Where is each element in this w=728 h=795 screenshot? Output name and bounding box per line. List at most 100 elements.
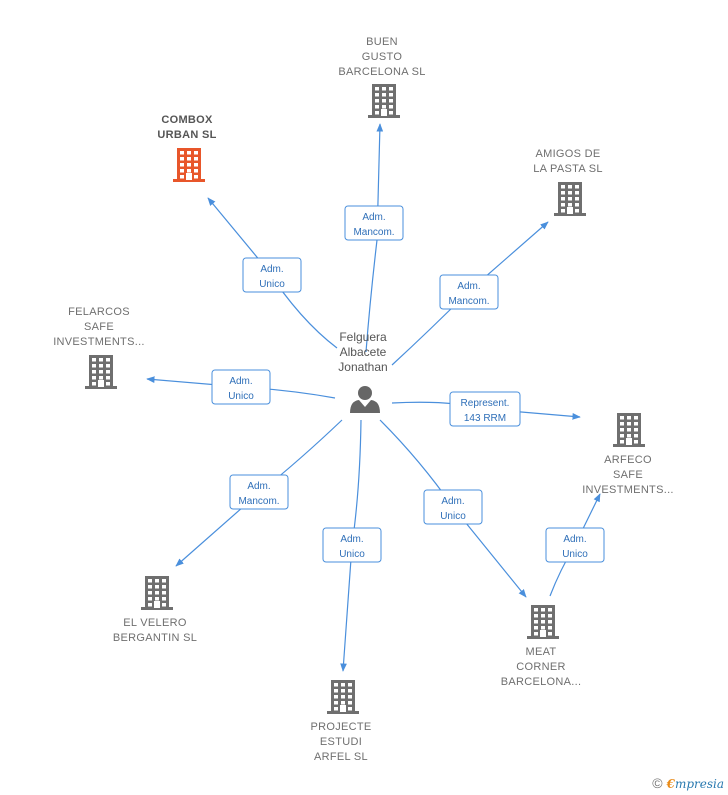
building-window <box>99 364 103 368</box>
relation-tag-amigos[interactable]: Adm.Mancom. <box>439 274 499 310</box>
building-window <box>106 364 110 368</box>
building-window <box>620 422 624 426</box>
company-label: GUSTO <box>362 51 403 63</box>
company-node-arfeco[interactable]: ARFECOSAFEINVESTMENTS... <box>582 413 674 496</box>
building-base <box>613 444 645 447</box>
relation-tag-arfeco[interactable]: Represent.143 RRM <box>449 391 521 427</box>
building-window <box>375 99 379 103</box>
building-window <box>620 416 624 420</box>
building-window <box>620 440 624 444</box>
relation-tag-combox[interactable]: Adm.Unico <box>242 257 302 293</box>
building-window <box>634 428 638 432</box>
company-label: EL VELERO <box>123 617 187 629</box>
building-window <box>194 163 198 167</box>
relation-tag-text: Adm. <box>260 264 283 275</box>
building-window <box>194 157 198 161</box>
relation-tag-felarcos[interactable]: Adm.Unico <box>211 369 271 405</box>
building-window <box>561 209 565 213</box>
company-label: SAFE <box>84 321 114 333</box>
building-window <box>180 169 184 173</box>
company-label: ESTUDI <box>320 736 362 748</box>
building-window <box>548 632 552 636</box>
relation-tag-text: Adm. <box>229 376 252 387</box>
building-icon <box>527 605 559 639</box>
building-window <box>334 707 338 711</box>
company-label: BUEN <box>366 36 398 48</box>
building-icon <box>327 680 359 714</box>
building-window <box>106 358 110 362</box>
company-node-felarcos[interactable]: FELARCOSSAFEINVESTMENTS... <box>53 306 145 389</box>
building-window <box>187 169 191 173</box>
building-window <box>375 111 379 115</box>
building-window <box>389 87 393 91</box>
company-label: PROJECTE <box>310 721 371 733</box>
relation-tag-text: Mancom. <box>353 227 394 238</box>
building-window <box>155 597 159 601</box>
building-window <box>148 603 152 607</box>
building-window <box>348 683 352 687</box>
building-window <box>634 434 638 438</box>
building-window <box>341 689 345 693</box>
relation-tag-meat[interactable]: Adm.Unico <box>423 489 483 525</box>
building-window <box>634 440 638 444</box>
edge-buen-gusto <box>365 123 384 353</box>
copyright-icon: © <box>652 775 663 791</box>
relation-tag-text: Mancom. <box>448 296 489 307</box>
building-window <box>541 620 545 624</box>
building-window <box>334 695 338 699</box>
building-window <box>99 358 103 362</box>
building-window <box>155 591 159 595</box>
relation-tag-text: Adm. <box>362 212 385 223</box>
building-window <box>155 579 159 583</box>
relation-tag-el-velero[interactable]: Adm.Mancom. <box>229 474 289 510</box>
building-window <box>620 428 624 432</box>
building-window <box>194 151 198 155</box>
building-window <box>334 689 338 693</box>
relation-tag-projecte[interactable]: Adm.Unico <box>322 527 382 563</box>
building-window <box>187 163 191 167</box>
building-window <box>382 87 386 91</box>
building-window <box>162 603 166 607</box>
relation-tag-box <box>449 391 521 427</box>
building-window <box>194 175 198 179</box>
relation-tag-text: Mancom. <box>238 496 279 507</box>
building-window <box>548 614 552 618</box>
building-door <box>186 173 192 180</box>
building-window <box>92 376 96 380</box>
building-base <box>554 213 586 216</box>
company-label: URBAN SL <box>157 129 216 141</box>
building-window <box>162 585 166 589</box>
relation-tag-text: 143 RRM <box>464 413 506 424</box>
building-window <box>341 695 345 699</box>
building-window <box>341 701 345 705</box>
building-window <box>627 434 631 438</box>
relation-tag-buen-gusto[interactable]: Adm. Mancom. <box>344 205 404 241</box>
building-window <box>534 620 538 624</box>
building-window <box>568 203 572 207</box>
building-door <box>626 438 632 445</box>
building-window <box>561 203 565 207</box>
company-label: CORNER <box>516 661 565 673</box>
building-window <box>187 151 191 155</box>
building-window <box>92 382 96 386</box>
building-window <box>575 191 579 195</box>
relation-tag-box <box>423 489 483 525</box>
building-icon <box>141 576 173 610</box>
building-window <box>575 197 579 201</box>
building-window <box>541 614 545 618</box>
company-node-meat[interactable]: MEATCORNERBARCELONA... <box>501 605 582 688</box>
relation-tag-box <box>229 474 289 510</box>
relation-tag-meat-arfeco[interactable]: Adm.Unico <box>545 527 605 563</box>
footer-brand: ©€mpresia <box>652 775 724 791</box>
building-window <box>92 370 96 374</box>
building-window <box>106 376 110 380</box>
building-base <box>327 711 359 714</box>
company-label: MEAT <box>526 646 557 658</box>
